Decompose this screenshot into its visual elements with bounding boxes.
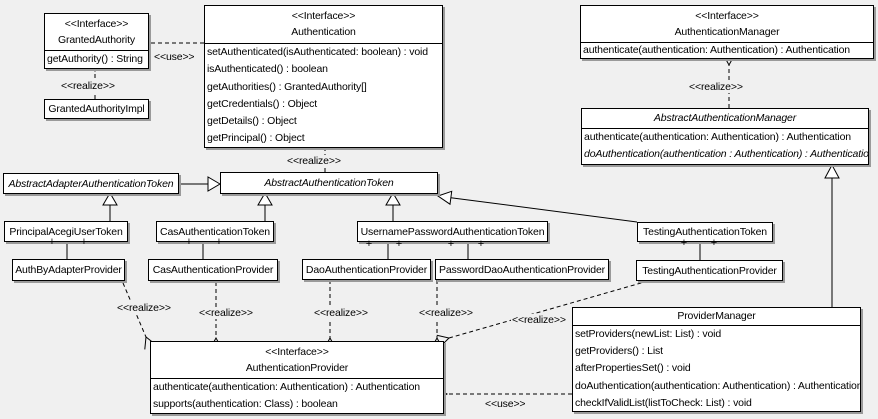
- generalization-arrowhead: [207, 176, 221, 192]
- class-name: TestingAuthenticationProvider: [642, 264, 777, 277]
- class-provider-manager[interactable]: ProviderManager setProviders(newList: Li…: [572, 307, 861, 412]
- edge-label-use: <<use>>: [153, 51, 196, 63]
- method: getPrincipal() : Object: [207, 132, 305, 145]
- association-plus-marker: +: [215, 236, 223, 248]
- class-name: AuthByAdapterProvider: [15, 264, 122, 276]
- class-auth-by-adapter-provider[interactable]: AuthByAdapterProvider: [12, 259, 125, 281]
- method: doAuthentication(authentication: Authent…: [575, 379, 861, 392]
- class-name: GrantedAuthorityImpl: [48, 103, 145, 115]
- method: getAuthority() : String: [47, 53, 143, 65]
- method: doAuthentication(authentication : Authen…: [584, 148, 869, 161]
- method: authenticate(authentication: Authenticat…: [583, 44, 850, 56]
- edge-label-realize: <<realize>>: [198, 307, 254, 319]
- class-granted-authority-impl[interactable]: GrantedAuthorityImpl: [44, 99, 149, 119]
- generalization-arrowhead: [102, 192, 118, 206]
- class-principal-acegi-user-token[interactable]: PrincipalAcegiUserToken: [4, 221, 128, 242]
- class-name: TestingAuthenticationToken: [643, 226, 767, 238]
- method: setProviders(newList: List) : void: [575, 328, 722, 340]
- class-cas-authentication-token[interactable]: CasAuthenticationToken: [156, 221, 274, 242]
- association-plus-marker: +: [395, 238, 403, 250]
- edge-label-realize: <<realize>>: [511, 314, 567, 326]
- class-authentication-manager[interactable]: <<Interface>> AuthenticationManager auth…: [580, 5, 874, 59]
- class-authentication[interactable]: <<Interface>> Authentication setAuthenti…: [204, 5, 443, 148]
- stereotype-label: <<Interface>>: [291, 10, 356, 22]
- class-abstract-adapter-authentication-token[interactable]: AbstractAdapterAuthenticationToken: [3, 173, 179, 194]
- class-name: AuthenticationManager: [674, 26, 780, 38]
- method: isAuthenticated() : boolean: [207, 63, 328, 76]
- association-plus-marker: +: [365, 238, 373, 250]
- class-name: DaoAuthenticationProvider: [305, 263, 428, 276]
- class-name: PrincipalAcegiUserToken: [9, 225, 123, 238]
- stereotype-label: <<Interface>>: [64, 18, 129, 30]
- class-name: AuthenticationProvider: [245, 362, 349, 374]
- method: getAuthorities() : GrantedAuthority[]: [207, 80, 367, 93]
- edge-label-use: <<use>>: [484, 398, 527, 410]
- class-password-dao-authentication-provider[interactable]: PasswordDaoAuthenticationProvider: [435, 259, 609, 280]
- method: afterPropertiesSet() : void: [575, 362, 691, 375]
- edge-label-realize: <<realize>>: [313, 307, 369, 319]
- method: supports(authentication: Class) : boolea…: [153, 398, 338, 411]
- edge-label-realize: <<realize>>: [116, 302, 172, 314]
- class-cas-authentication-provider[interactable]: CasAuthenticationProvider: [148, 259, 278, 281]
- class-username-password-authentication-token[interactable]: UsernamePasswordAuthenticationToken: [357, 221, 548, 242]
- class-name: GrantedAuthority: [58, 34, 135, 46]
- generalization-arrowhead: [385, 192, 401, 206]
- association-plus-marker: +: [48, 236, 56, 248]
- method: getCredentials() : Object: [207, 97, 318, 110]
- class-granted-authority[interactable]: <<Interface>> GrantedAuthority getAuthor…: [44, 13, 149, 69]
- class-name: UsernamePasswordAuthenticationToken: [360, 225, 545, 238]
- association-plus-marker: +: [477, 238, 485, 250]
- class-authentication-provider[interactable]: <<Interface>> AuthenticationProvider aut…: [150, 341, 444, 414]
- association-plus-marker: +: [680, 237, 688, 249]
- generalization-arrowhead: [257, 192, 273, 206]
- class-name: AbstractAuthenticationManager: [582, 109, 868, 129]
- method: checkIfValidList(listToCheck: List) : vo…: [575, 396, 752, 409]
- class-abstract-authentication-token[interactable]: AbstractAuthenticationToken: [220, 172, 438, 194]
- class-name: PasswordDaoAuthenticationProvider: [438, 263, 606, 276]
- class-testing-authentication-token[interactable]: TestingAuthenticationToken: [637, 222, 773, 242]
- association-plus-marker: +: [710, 237, 718, 249]
- edge-label-realize: <<realize>>: [418, 307, 474, 319]
- class-name: AbstractAdapterAuthenticationToken: [8, 177, 174, 190]
- edge-label-realize: <<realize>>: [286, 155, 342, 167]
- association-plus-marker: +: [185, 236, 193, 248]
- class-testing-authentication-provider[interactable]: TestingAuthenticationProvider: [636, 260, 783, 281]
- stereotype-label: <<Interface>>: [695, 10, 759, 22]
- method: getProviders() : List: [575, 345, 663, 358]
- generalization-arrowhead: [436, 190, 453, 206]
- stereotype-label: <<Interface>>: [265, 346, 329, 358]
- class-name: CasAuthenticationProvider: [152, 264, 274, 276]
- class-name: AbstractAuthenticationToken: [264, 177, 394, 189]
- method: authenticate(authentication: Authenticat…: [584, 131, 851, 143]
- class-name: ProviderManager: [573, 308, 860, 326]
- association-plus-marker: +: [80, 236, 88, 248]
- class-name: CasAuthenticationToken: [160, 225, 270, 238]
- class-dao-authentication-provider[interactable]: DaoAuthenticationProvider: [302, 259, 431, 280]
- generalization-arrowhead: [824, 163, 840, 179]
- edge-label-realize: <<realize>>: [60, 80, 116, 92]
- class-abstract-authentication-manager[interactable]: AbstractAuthenticationManager authentica…: [581, 108, 869, 165]
- generalization-testing-token-to-abstract-token: [450, 197, 638, 223]
- edge-label-realize: <<realize>>: [688, 81, 744, 93]
- method: getDetails() : Object: [207, 115, 297, 128]
- association-plus-marker: +: [447, 238, 455, 250]
- method: authenticate(authentication: Authenticat…: [153, 381, 420, 393]
- method: setAuthenticated(isAuthenticated: boolea…: [207, 46, 428, 58]
- class-name: Authentication: [291, 26, 356, 38]
